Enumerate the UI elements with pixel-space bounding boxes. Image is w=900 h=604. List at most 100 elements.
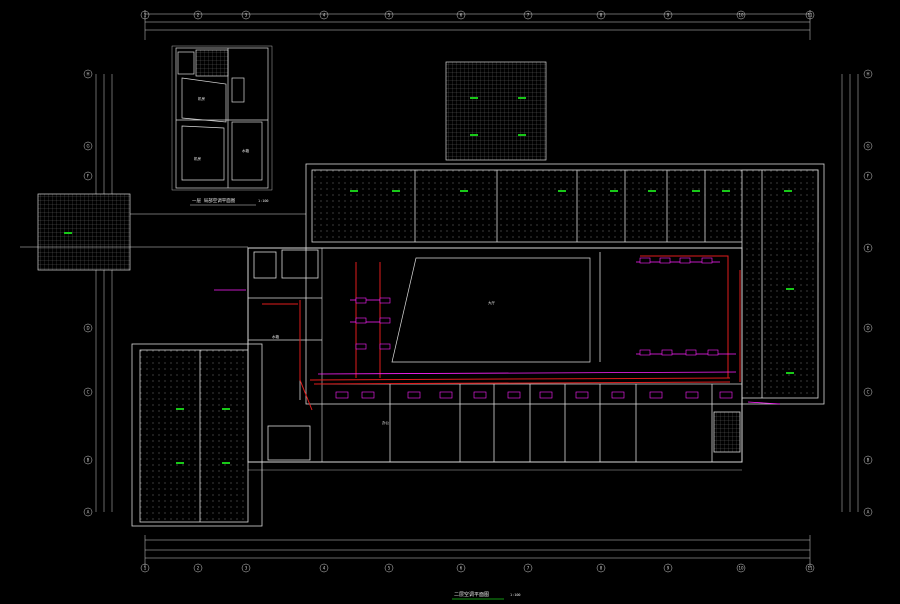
- svg-text:7: 7: [527, 565, 530, 570]
- green-marker: [350, 190, 358, 192]
- fan-coil-unit: [719, 391, 733, 399]
- top-axis-bubble: 3: [241, 10, 251, 20]
- green-marker: [722, 190, 730, 192]
- fan-coil-unit: [407, 391, 421, 399]
- inset-plan-title: 一层 局部空调平面图: [192, 197, 236, 204]
- svg-text:10: 10: [738, 12, 744, 17]
- fan-coil-unit: [639, 349, 651, 356]
- bottom-axis-bubble: 6: [456, 563, 466, 573]
- right-axis-bubble: D: [863, 323, 873, 333]
- svg-text:H: H: [866, 71, 869, 76]
- green-marker: [470, 97, 478, 99]
- fan-coil-unit: [335, 391, 349, 399]
- main-plan-title: 二层空调平面图: [454, 591, 489, 598]
- svg-text:4: 4: [323, 565, 326, 570]
- green-marker: [64, 232, 72, 234]
- bottom-axis-bubble: 10: [736, 563, 746, 573]
- fan-coil-unit: [379, 343, 391, 350]
- bottom-axis-bubble: 1: [140, 563, 150, 573]
- hall-label: 大厅: [488, 300, 496, 305]
- green-markers: [64, 97, 794, 464]
- top-axis-bubble: 1: [140, 10, 150, 20]
- top-axis-bubble: 4: [319, 10, 329, 20]
- svg-text:2: 2: [197, 565, 200, 570]
- top-axis-bubble: 5: [384, 10, 394, 20]
- bottom-axis-bubble: 9: [663, 563, 673, 573]
- left-axis-bubble: G: [83, 141, 93, 151]
- left-axis-bubble: D: [83, 323, 93, 333]
- svg-text:A: A: [867, 509, 870, 514]
- svg-text:G: G: [866, 143, 869, 148]
- svg-text:9: 9: [667, 565, 670, 570]
- bottom-axis-bubble: 11: [805, 563, 815, 573]
- fan-coil-unit: [649, 391, 663, 399]
- green-marker: [786, 372, 794, 374]
- left-dimension-lines: [95, 74, 113, 512]
- bottom-axis-bubble: 2: [193, 563, 203, 573]
- svg-text:A: A: [87, 509, 90, 514]
- top-axis-bubble: 11: [805, 10, 815, 20]
- building-outline: [131, 163, 825, 527]
- svg-text:8: 8: [600, 12, 603, 17]
- green-marker: [648, 190, 656, 192]
- green-marker: [786, 288, 794, 290]
- green-marker: [518, 97, 526, 99]
- right-axis-bubble: B: [863, 455, 873, 465]
- svg-text:11: 11: [807, 12, 813, 17]
- left-axis-bubble: C: [83, 387, 93, 397]
- svg-text:5: 5: [388, 12, 391, 17]
- bottom-axis-bubble: 4: [319, 563, 329, 573]
- svg-text:F: F: [867, 173, 870, 178]
- green-marker: [176, 462, 184, 464]
- svg-text:6: 6: [460, 565, 463, 570]
- right-axis-bubble: F: [863, 171, 873, 181]
- svg-text:C: C: [87, 389, 90, 394]
- fan-coil-unit: [439, 391, 453, 399]
- fan-coil-unit: [361, 391, 375, 399]
- fan-coil-unit: [379, 297, 391, 304]
- green-marker: [518, 134, 526, 136]
- bottom-dimension-lines: [144, 535, 811, 568]
- svg-text:5: 5: [388, 565, 391, 570]
- fan-coil-unit: [355, 317, 367, 324]
- fan-coil-unit: [379, 317, 391, 324]
- svg-text:F: F: [87, 173, 90, 178]
- fan-coil-unit: [611, 391, 625, 399]
- fan-coil-unit: [507, 391, 521, 399]
- left-axis-bubble: B: [83, 455, 93, 465]
- fan-coil-unit: [355, 343, 367, 350]
- green-marker: [176, 408, 184, 410]
- top-axis-bubble: 6: [456, 10, 466, 20]
- bottom-axis-bubble: 5: [384, 563, 394, 573]
- svg-text:C: C: [867, 389, 870, 394]
- left-axis-bubble: A: [83, 507, 93, 517]
- right-axis-bubble: C: [863, 387, 873, 397]
- main-plan-scale: 1:100: [510, 593, 521, 597]
- fan-coil-unit: [685, 349, 697, 356]
- svg-text:机房: 机房: [194, 156, 201, 161]
- svg-text:8: 8: [600, 565, 603, 570]
- roof-pad-left: [37, 193, 131, 271]
- fan-coil-unit: [575, 391, 589, 399]
- svg-text:7: 7: [527, 12, 530, 17]
- svg-text:D: D: [86, 325, 89, 330]
- green-marker: [784, 190, 792, 192]
- fan-coil-unit: [539, 391, 553, 399]
- bottom-axis-bubble: 3: [241, 563, 251, 573]
- svg-text:3: 3: [245, 565, 248, 570]
- top-axis-bubble: 10: [736, 10, 746, 20]
- fan-coil-units: [335, 257, 733, 399]
- svg-text:G: G: [86, 143, 89, 148]
- svg-text:1: 1: [144, 12, 147, 17]
- fan-coil-unit: [707, 349, 719, 356]
- svg-text:E: E: [867, 245, 870, 250]
- green-marker: [610, 190, 618, 192]
- fan-coil-unit: [701, 257, 713, 264]
- right-dimension-lines: [841, 74, 859, 512]
- office-label: 办公: [382, 420, 390, 425]
- svg-text:B: B: [867, 457, 870, 462]
- tank-label: 水箱: [272, 334, 280, 339]
- fan-coil-unit: [473, 391, 487, 399]
- inset-floor-plan: 机房 机房 水箱: [171, 45, 273, 191]
